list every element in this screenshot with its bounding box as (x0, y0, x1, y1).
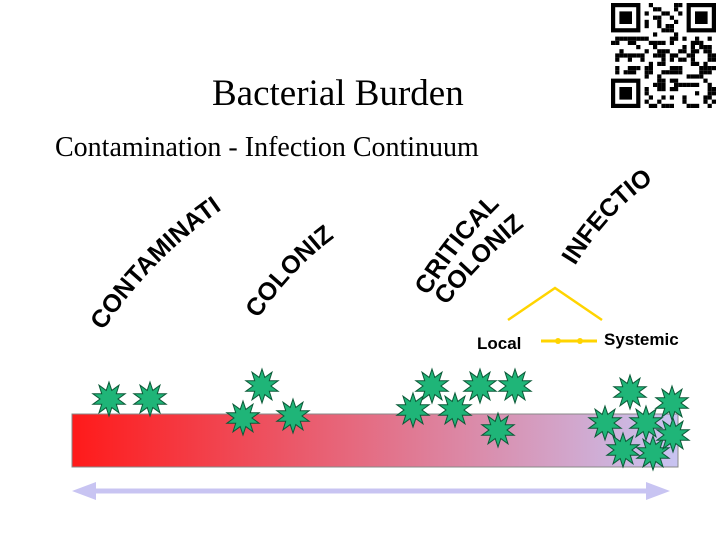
bacterium-icon (395, 391, 431, 429)
bacterium-icon (91, 380, 127, 418)
stage-colonized-label: COLONIZED (0, 0, 338, 322)
stage-critically-colonized: CRITICALLY COLONIZED (0, 0, 528, 310)
bacterium-icon (497, 367, 533, 405)
infection-branch-connector (507, 286, 603, 322)
bacterium-icon (628, 404, 664, 442)
bacterium-icon (612, 373, 648, 411)
bacteria-group (91, 367, 691, 472)
connector-dot-left (555, 338, 561, 344)
stage-infection: INFECTION (0, 0, 657, 269)
bacterium-icon (605, 431, 641, 469)
bacterium-icon (275, 397, 311, 435)
stage-infection-label: INFECTION (0, 0, 657, 269)
slide-subtitle: Contamination - Infection Continuum (55, 132, 479, 163)
connector-dot-right (577, 338, 583, 344)
slide-title: Bacterial Burden (212, 73, 464, 114)
stage-contamination-label: CONTAMINATION (0, 0, 226, 334)
bacterium-icon (132, 380, 168, 418)
bacterium-icon (587, 404, 623, 442)
stage-contamination: CONTAMINATION (0, 0, 226, 334)
stage-colonized: COLONIZED (0, 0, 338, 322)
bacterium-icon (462, 367, 498, 405)
bacterium-icon (414, 367, 450, 405)
bacterium-icon (480, 411, 516, 449)
stage-critically-label: CRITICALLY (0, 0, 504, 299)
local-label: Local (477, 334, 521, 353)
continuum-arrow (72, 482, 670, 500)
bacterial-burden-bar (71, 413, 679, 468)
qr-code-icon (608, 0, 720, 108)
bacterium-icon (655, 416, 691, 454)
bacterium-icon (244, 367, 280, 405)
bacterium-icon (437, 391, 473, 429)
systemic-label: Systemic (604, 330, 679, 349)
bacterium-icon (225, 399, 261, 437)
